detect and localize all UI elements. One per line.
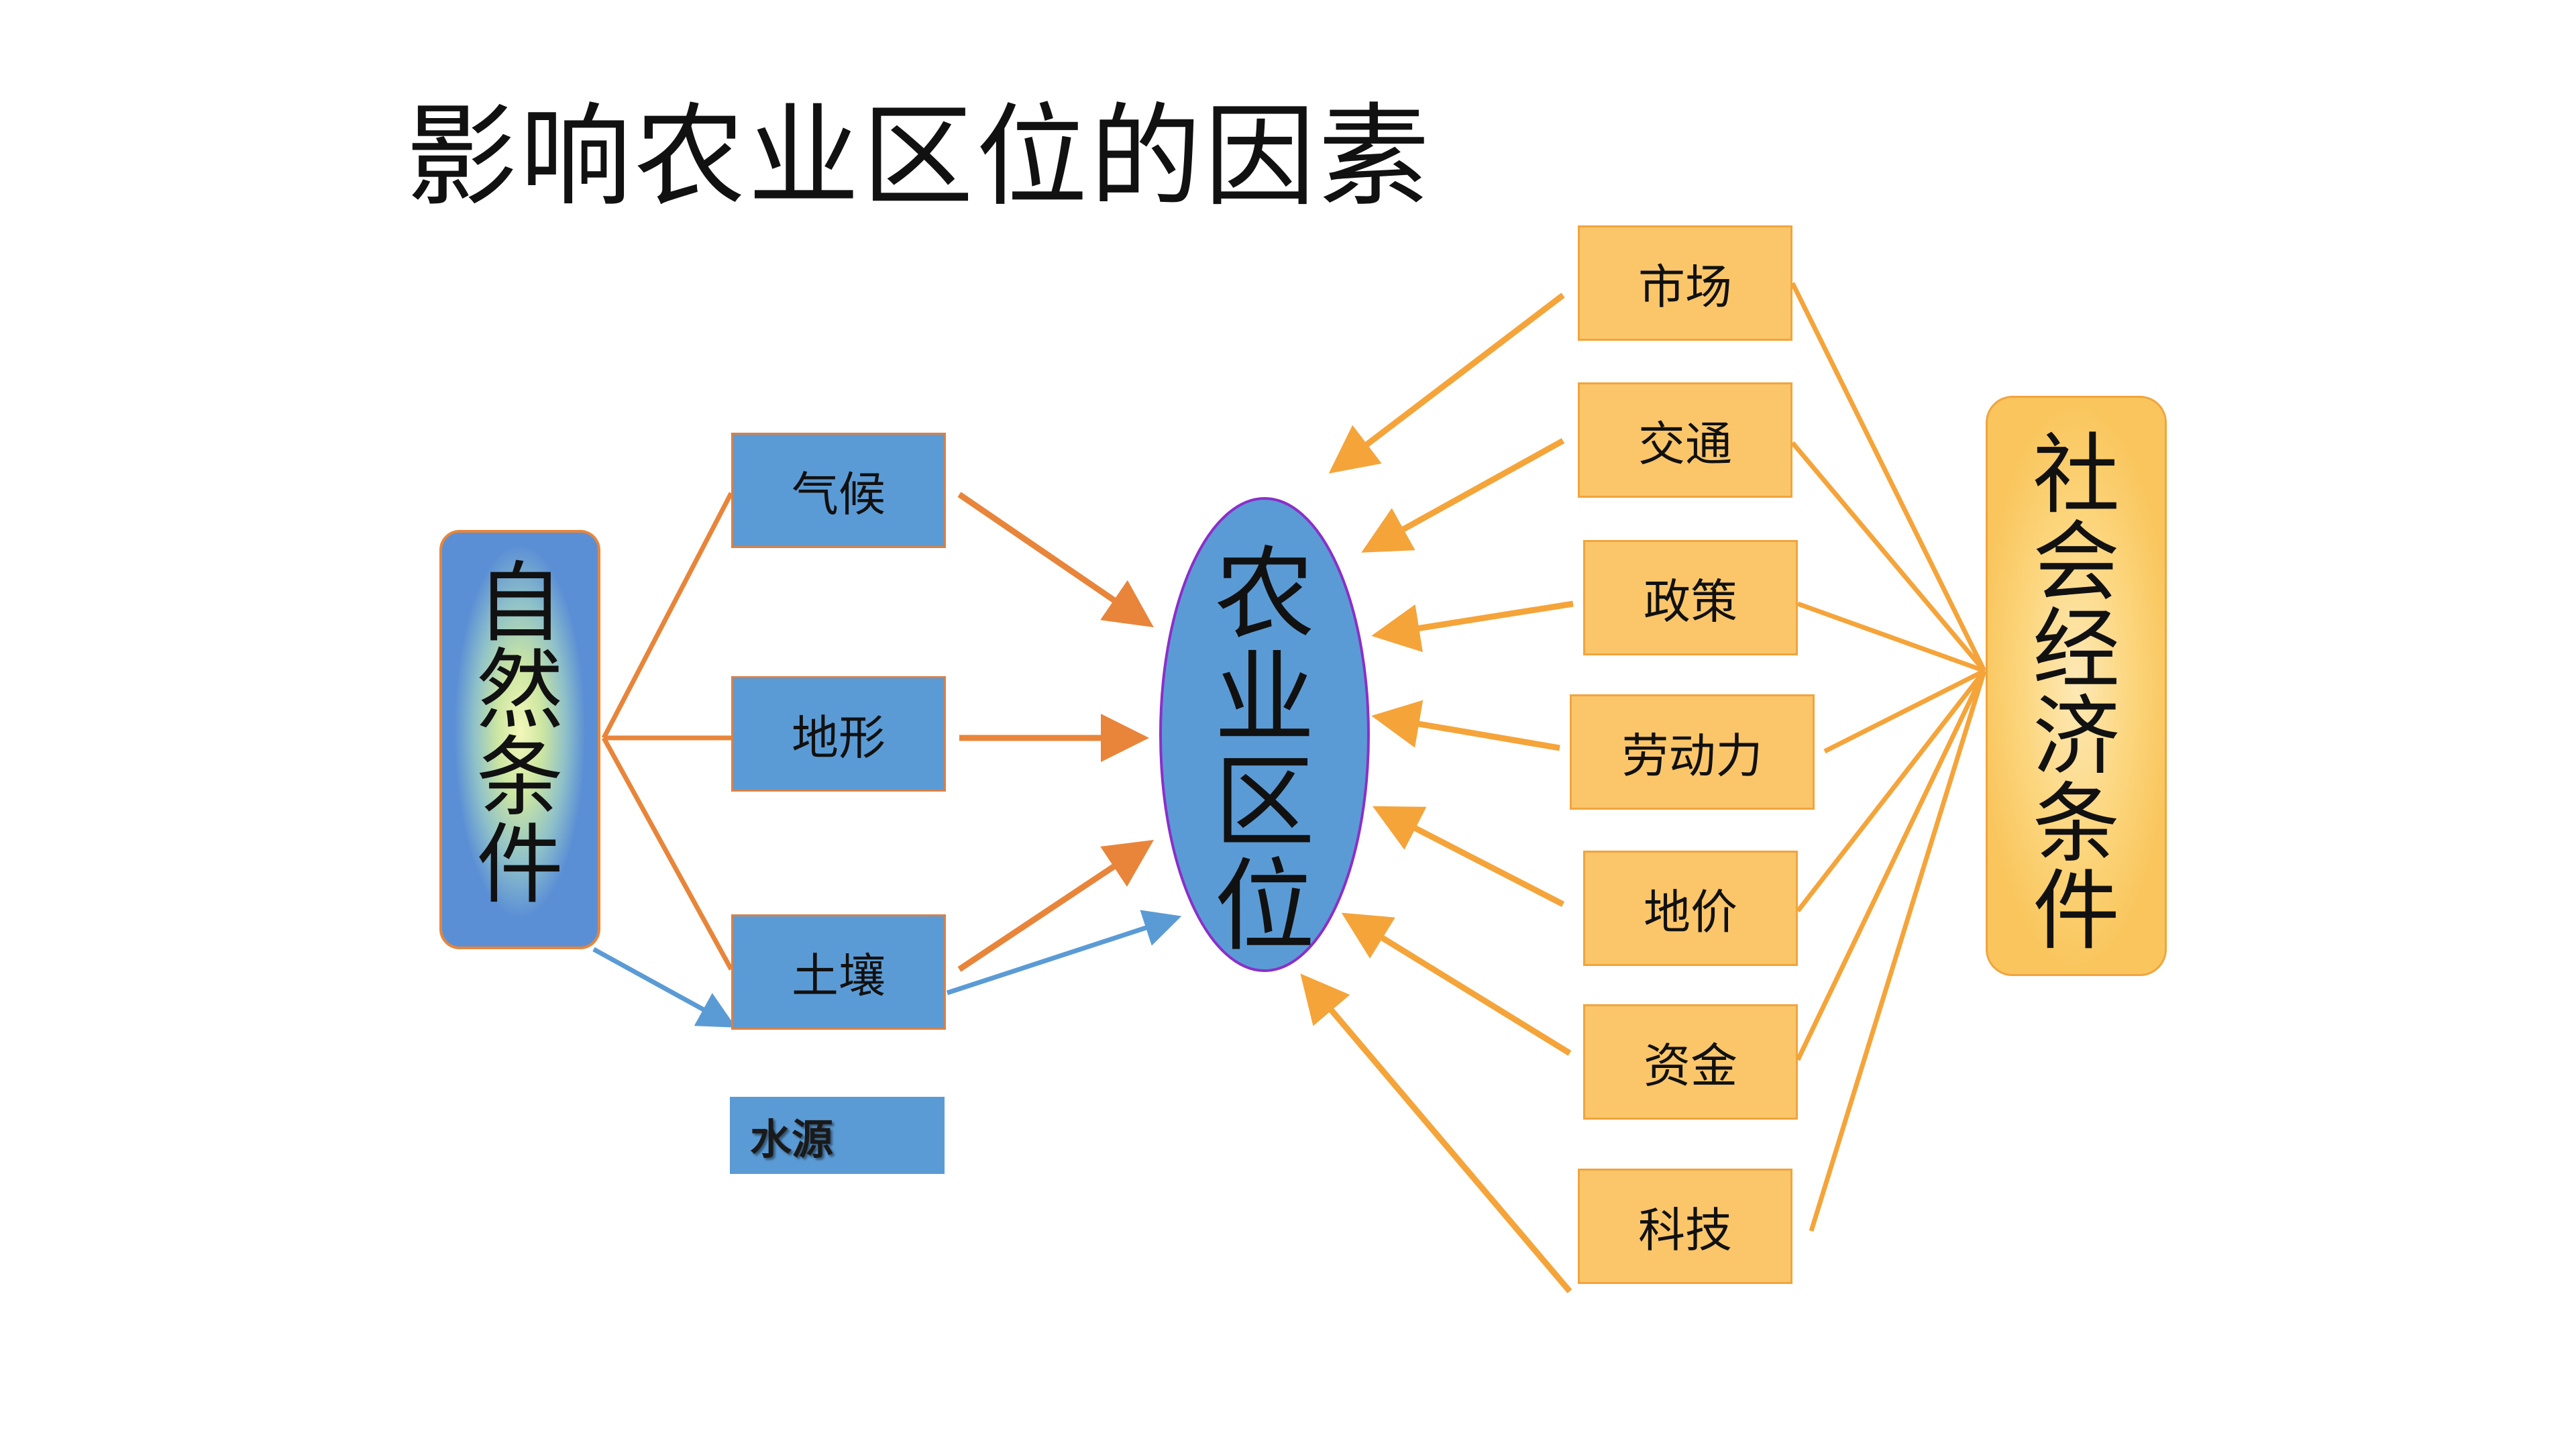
- agri-location-ellipse: [1159, 497, 1370, 972]
- social-economic-conditions-box: 社 会 经 济 条 件: [1986, 396, 2167, 976]
- factor-climate: 气候: [731, 433, 946, 548]
- natural-conditions-box: 自 然 条 件: [439, 530, 600, 949]
- arrow-capital: [1341, 912, 1572, 1056]
- social-char: 件: [2032, 860, 2120, 962]
- arrow-labor: [1371, 700, 1560, 751]
- arrow-market: [1328, 292, 1565, 474]
- social-char: 条: [2032, 773, 2120, 875]
- center-char: 业: [1214, 641, 1315, 757]
- social-factor-arrows: [1300, 292, 1574, 1293]
- arrow-soil-to-center: [946, 910, 1182, 996]
- arrow-transport: [1361, 438, 1565, 553]
- factor-water-source: 水源: [730, 1097, 945, 1174]
- center-char: 农: [1214, 537, 1315, 653]
- natural-tree-lines: [601, 492, 734, 971]
- natural-char: 自: [476, 552, 564, 654]
- factor-market: 市场: [1578, 225, 1792, 341]
- arrow-technology: [1300, 973, 1572, 1293]
- social-char: 济: [2032, 686, 2120, 788]
- factor-transport: 交通: [1578, 382, 1792, 498]
- arrow-climate: [957, 492, 1154, 628]
- social-char: 会: [2032, 511, 2120, 613]
- arrow-land-price: [1372, 806, 1565, 908]
- slide-title: 影响农业区位的因素: [406, 93, 1432, 222]
- natural-factor-arrows: [957, 492, 1154, 972]
- factor-technology: 科技: [1578, 1169, 1792, 1284]
- arrow-soil: [957, 840, 1154, 972]
- arrow-natural-to-soil: [592, 947, 737, 1028]
- factor-capital: 资金: [1583, 1004, 1798, 1120]
- factor-land-price: 地价: [1583, 851, 1798, 966]
- agri-location-label: 农 业 区 位: [1154, 537, 1375, 959]
- social-char: 经: [2032, 598, 2120, 700]
- natural-char: 条: [476, 727, 564, 828]
- social-tree-lines: [1790, 282, 1987, 1232]
- factor-terrain: 地形: [731, 676, 946, 792]
- factor-soil: 土壤: [731, 914, 946, 1030]
- natural-char: 然: [476, 639, 564, 741]
- center-char: 位: [1214, 849, 1315, 965]
- natural-char: 件: [476, 814, 564, 916]
- center-char: 区: [1214, 745, 1315, 861]
- social-char: 社: [2032, 424, 2120, 526]
- factor-labor: 劳动力: [1570, 694, 1815, 810]
- arrow-policy: [1371, 600, 1574, 653]
- factor-policy: 政策: [1583, 540, 1798, 655]
- blue-arrows: [592, 910, 1182, 1028]
